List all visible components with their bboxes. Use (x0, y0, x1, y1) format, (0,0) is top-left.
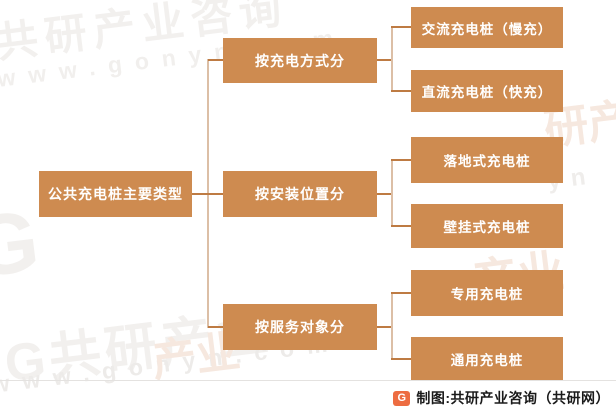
connector-to-leaf-2 (391, 90, 411, 92)
leaf-node-dedicated: 专用充电桩 (411, 270, 563, 316)
category-node-install-location: 按安装位置分 (223, 171, 377, 217)
leaf-node-wall-mounted: 壁挂式充电桩 (411, 204, 563, 248)
footer-divider (0, 380, 616, 381)
connector-root-to-trunk (192, 193, 223, 195)
connector-trunk-to-category-3 (208, 326, 223, 328)
leaf-node-floor-standing: 落地式充电桩 (411, 137, 563, 183)
connector-trunk-to-category-1 (208, 59, 223, 61)
root-node: 公共充电桩主要类型 (39, 171, 192, 217)
connector-category-3-stub (377, 326, 392, 328)
connector-to-leaf-6 (391, 358, 411, 360)
brand-logo-icon: G (393, 390, 411, 406)
watermark-logo-letter: G (0, 192, 45, 297)
leaf-node-general: 通用充电桩 (411, 337, 563, 381)
credit-line: G 制图:共研产业咨询（共研网） (393, 388, 610, 408)
connector-bracket-2 (391, 159, 393, 227)
leaf-node-ac-slow: 交流充电桩（慢充） (411, 7, 563, 48)
connector-category-2-stub (377, 193, 392, 195)
connector-to-leaf-1 (391, 26, 411, 28)
category-node-charging-method: 按充电方式分 (223, 38, 377, 83)
credit-text: 制图:共研产业咨询（共研网） (416, 390, 610, 406)
connector-bracket-3 (391, 292, 393, 360)
connector-bracket-1 (391, 26, 393, 92)
connector-to-leaf-3 (391, 159, 411, 161)
connector-to-leaf-5 (391, 292, 411, 294)
connector-to-leaf-4 (391, 225, 411, 227)
leaf-node-dc-fast: 直流充电桩（快充） (411, 70, 563, 112)
connector-category-1-stub (377, 59, 392, 61)
category-node-service-target: 按服务对象分 (223, 304, 377, 350)
